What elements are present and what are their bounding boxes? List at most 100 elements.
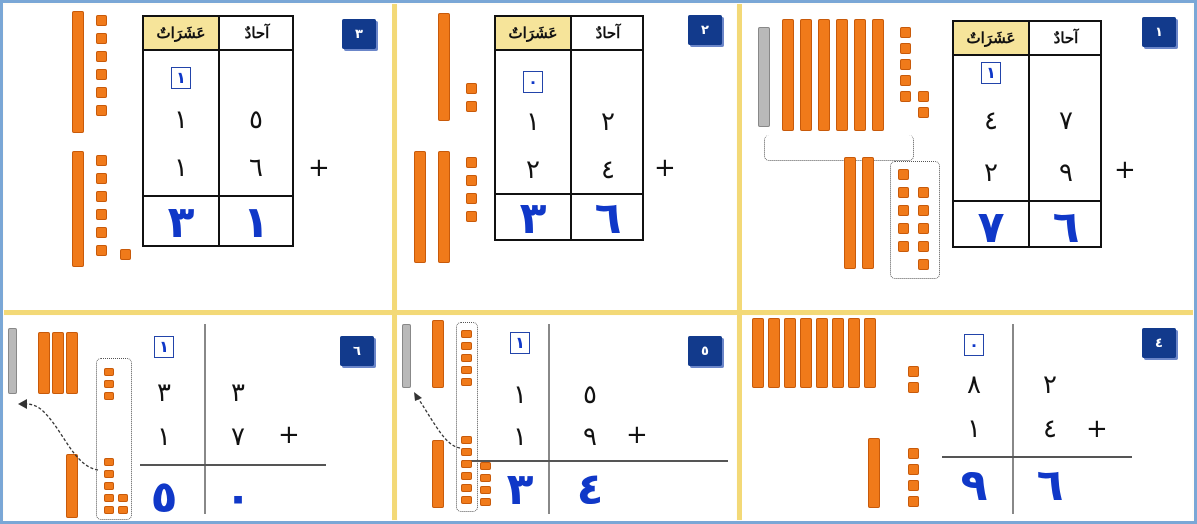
exercise-panel-2: ٢ آحادٌ عَشَرَاتٌ ٠ ١ ٢ ٢ ٤ ٣ ٦ + [398, 5, 736, 310]
tens-digit: ٢ [526, 157, 540, 183]
result-tens-digit: ٣ [168, 201, 195, 245]
tens-digit: ٤ [984, 108, 998, 134]
ten-rod [832, 318, 844, 388]
unit-cube [466, 157, 477, 168]
unit-cube [898, 223, 909, 234]
place-value-table: آحادٌ عَشَرَاتٌ ٠ ١ ٢ ٢ ٤ ٣ ٦ [494, 15, 644, 241]
result-tens-digit: ٧ [978, 206, 1005, 250]
carry-box: ١ [981, 62, 1001, 84]
tens-digit: ١ [526, 109, 540, 135]
tens-digit: ٨ [967, 372, 981, 398]
unit-cube [466, 83, 477, 94]
ten-rod [862, 157, 874, 269]
ones-header: آحادٌ [220, 17, 294, 51]
unit-cube [96, 33, 107, 44]
tens-header: عَشَرَاتٌ [144, 17, 218, 51]
unit-cube [104, 368, 114, 376]
plus-sign: + [278, 422, 300, 448]
ten-rod [844, 157, 856, 269]
tens-digit: ٣ [157, 380, 171, 406]
unit-cube [461, 330, 472, 338]
sum-line [942, 456, 1132, 458]
ones-digit: ٣ [231, 380, 245, 406]
ones-digit: ٢ [1043, 372, 1057, 398]
unit-cube [96, 209, 107, 220]
carry-box: ٠ [523, 71, 543, 93]
exercise-number-badge: ٢ [688, 15, 722, 45]
unit-cube [104, 494, 114, 502]
tens-digit: ١ [174, 155, 188, 181]
grid-divider [392, 4, 397, 520]
unit-cube [900, 27, 911, 38]
result-ones-digit: ٤ [577, 468, 604, 512]
exercise-number-badge: ٣ [342, 19, 376, 49]
ten-rod [782, 19, 794, 131]
tens-digit: ١ [157, 424, 171, 450]
unit-cube [96, 69, 107, 80]
ten-rod [752, 318, 764, 388]
regrouped-ten-rod [402, 324, 411, 388]
regroup-arrow-icon [14, 392, 100, 474]
unit-cube [461, 496, 472, 504]
grid-divider [4, 310, 1193, 315]
unit-cube [908, 448, 919, 459]
ten-rod [72, 11, 84, 133]
ten-rod [868, 438, 880, 508]
ones-digit: ٤ [601, 157, 615, 183]
result-tens-digit: ٩ [961, 464, 988, 508]
carry-box: ١ [510, 332, 530, 354]
regroup-path [764, 135, 914, 161]
ten-rod [872, 19, 884, 131]
sum-line [140, 464, 326, 466]
result-ones-digit: ٠ [225, 476, 252, 520]
unit-cube [908, 480, 919, 491]
unit-cube [918, 187, 929, 198]
unit-cube [900, 91, 911, 102]
ones-digit: ٥ [249, 107, 263, 133]
ten-rod [432, 320, 444, 388]
result-ones-digit: ٦ [1037, 464, 1064, 508]
ones-digit: ٩ [583, 424, 597, 450]
ten-rod [816, 318, 828, 388]
unit-cube [900, 59, 911, 70]
unit-cube [466, 211, 477, 222]
unit-cube [104, 482, 114, 490]
unit-cube [461, 472, 472, 480]
unit-cube [96, 15, 107, 26]
unit-cube [461, 448, 472, 456]
ten-rod [836, 19, 848, 131]
unit-cube [480, 462, 491, 470]
unit-cube [461, 460, 472, 468]
ones-digit: ٩ [1059, 160, 1073, 186]
ten-rod [800, 19, 812, 131]
ten-rod [414, 151, 426, 263]
unit-cube [461, 342, 472, 350]
ten-rod [864, 318, 876, 388]
ones-digit: ٥ [583, 382, 597, 408]
ones-header: آحادٌ [1030, 22, 1102, 56]
exercise-panel-1: ١ آحادٌ عَشَرَاتٌ ١ ٤ ٧ ٢ ٩ ٧ ٦ + [742, 5, 1192, 310]
ones-digit: ٦ [249, 155, 263, 181]
unit-cube [466, 175, 477, 186]
plus-sign: + [1114, 157, 1136, 183]
ten-rod [66, 332, 78, 394]
plus-sign: + [308, 155, 330, 181]
ten-rod [854, 19, 866, 131]
carry-box: ١ [171, 67, 191, 89]
unit-cube [96, 155, 107, 166]
exercise-number-badge: ٤ [1142, 328, 1176, 358]
unit-cube [918, 223, 929, 234]
unit-cube [96, 51, 107, 62]
place-value-divider [204, 324, 206, 514]
unit-cube [898, 169, 909, 180]
unit-cube [96, 105, 107, 116]
result-tens-digit: ٣ [507, 468, 534, 512]
ones-digit: ٧ [1059, 108, 1073, 134]
tens-digit: ٢ [984, 160, 998, 186]
unit-cube [96, 227, 107, 238]
unit-cube [120, 249, 131, 260]
exercise-number-badge: ٥ [688, 336, 722, 366]
unit-cube [461, 484, 472, 492]
exercise-panel-5: ٥ ١ ١ ٥ ١ ٩ + ٣ ٤ [398, 316, 736, 521]
unit-cube [900, 43, 911, 54]
